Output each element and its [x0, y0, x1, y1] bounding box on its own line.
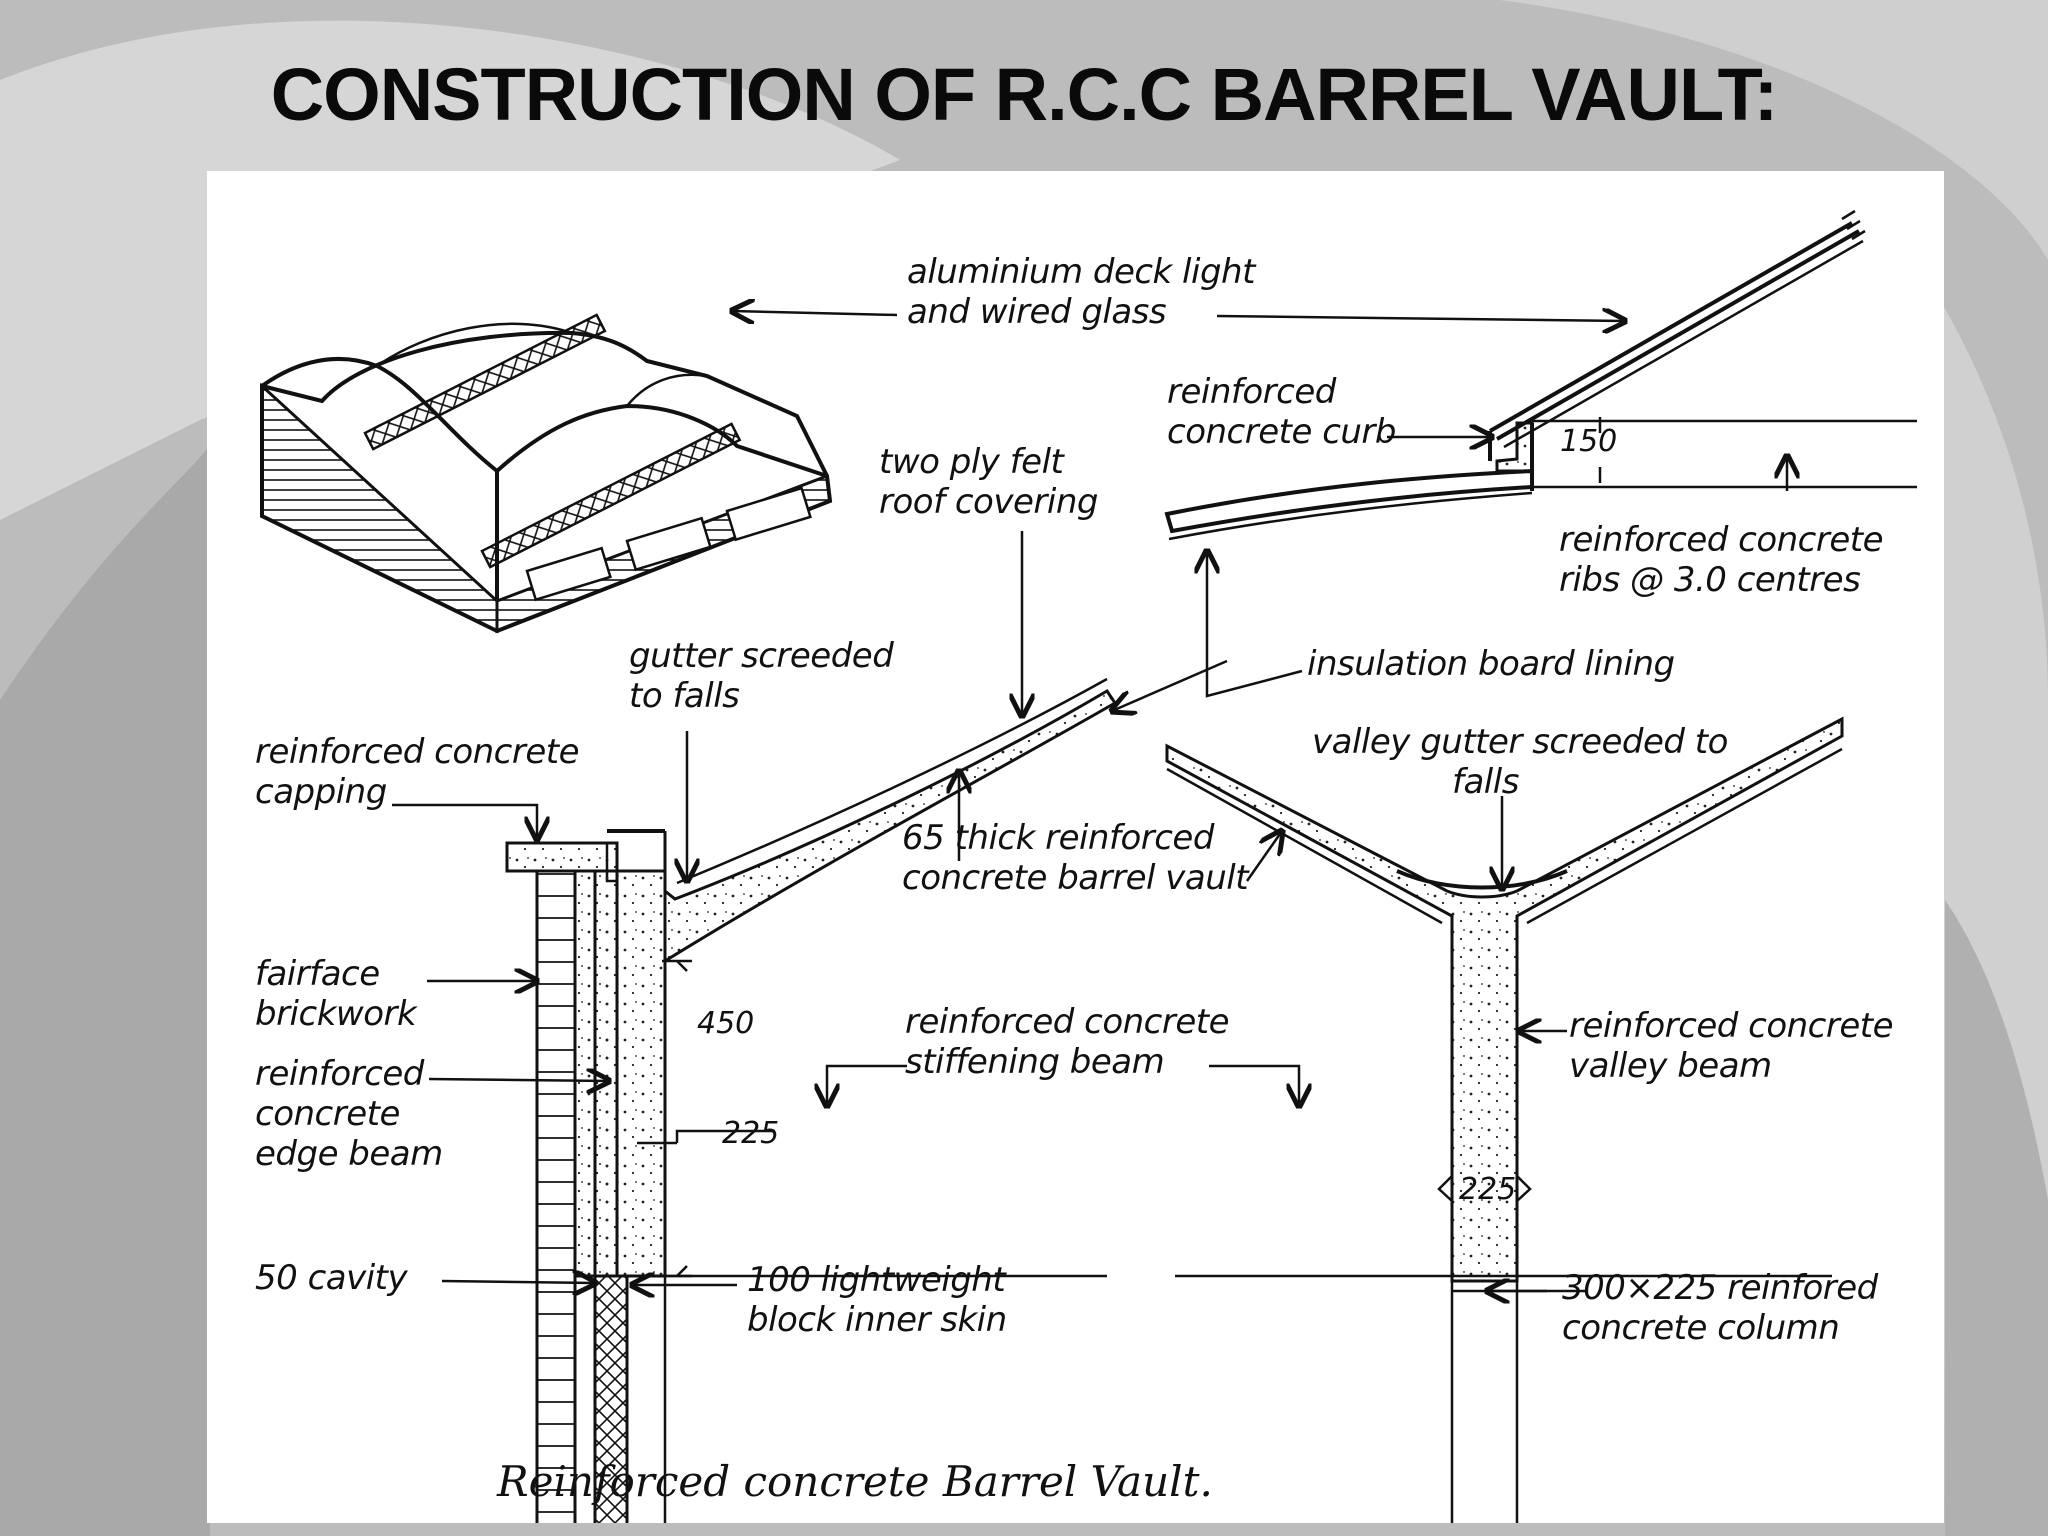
label-deck-light-line1: aluminium deck light — [907, 252, 1257, 292]
label-valley-gutter-line1: valley gutter screeded to — [1312, 722, 1728, 762]
leader-lines — [392, 311, 1787, 1291]
label-stiff-line1: reinforced concrete — [905, 1002, 1229, 1042]
diagram-caption: Reinforced concrete Barrel Vault. — [496, 1457, 1213, 1506]
label-capping-line1: reinforced concrete — [255, 732, 579, 772]
dim-wall-225: 225 — [722, 1116, 779, 1151]
label-stiff-line2: stiffening beam — [905, 1042, 1164, 1082]
left-section — [505, 677, 1118, 1523]
label-edge-line3: edge beam — [255, 1134, 443, 1174]
label-block-line2: block inner skin — [747, 1300, 1007, 1340]
label-vault-line1: 65 thick reinforced — [902, 818, 1215, 858]
dim-column-225: 225 — [1459, 1172, 1516, 1207]
label-capping-line2: capping — [255, 772, 387, 812]
label-gutter-line1: gutter screeded — [629, 636, 894, 676]
label-edge-line2: concrete — [255, 1094, 400, 1134]
deck-light-detail — [1164, 209, 1917, 541]
label-brick-line2: brickwork — [255, 994, 418, 1034]
label-edge-line1: reinforced — [255, 1054, 425, 1094]
label-valley-beam-line2: valley beam — [1569, 1046, 1772, 1086]
label-valley-gutter-line2: falls — [1452, 762, 1519, 802]
label-deck-light-line2: and wired glass — [907, 292, 1166, 332]
label-ribs-line2: ribs @ 3.0 centres — [1559, 560, 1860, 600]
label-valley-beam-line1: reinforced concrete — [1569, 1006, 1893, 1046]
dim-beam-450: 450 — [697, 1006, 754, 1041]
label-brick-line1: fairface — [255, 954, 380, 994]
label-curb-line1: reinforced — [1167, 372, 1337, 412]
label-block-line1: 100 lightweight — [747, 1260, 1007, 1300]
dim-curb-150: 150 — [1560, 424, 1617, 459]
label-gutter-line2: to falls — [629, 676, 739, 716]
label-insulation: insulation board lining — [1307, 644, 1675, 684]
label-cavity: 50 cavity — [255, 1258, 408, 1298]
diagram-panel: aluminium deck light and wired glass rei… — [207, 171, 1944, 1523]
valley-section — [1165, 716, 1844, 1523]
label-felt-line2: roof covering — [879, 482, 1098, 522]
label-ribs-line1: reinforced concrete — [1559, 520, 1883, 560]
label-vault-line2: concrete barrel vault — [902, 858, 1250, 898]
label-column-line1: 300×225 reinfored — [1562, 1268, 1879, 1308]
slide-title: CONSTRUCTION OF R.C.C BARREL VAULT: — [270, 53, 1779, 136]
barrel-vault-diagram: aluminium deck light and wired glass rei… — [255, 209, 1917, 1523]
annotation-labels: aluminium deck light and wired glass rei… — [255, 252, 1894, 1506]
label-curb-line2: concrete curb — [1167, 412, 1396, 452]
label-felt-line1: two ply felt — [879, 442, 1066, 482]
label-column-line2: concrete column — [1562, 1308, 1839, 1348]
isometric-roof-sketch — [260, 313, 833, 634]
